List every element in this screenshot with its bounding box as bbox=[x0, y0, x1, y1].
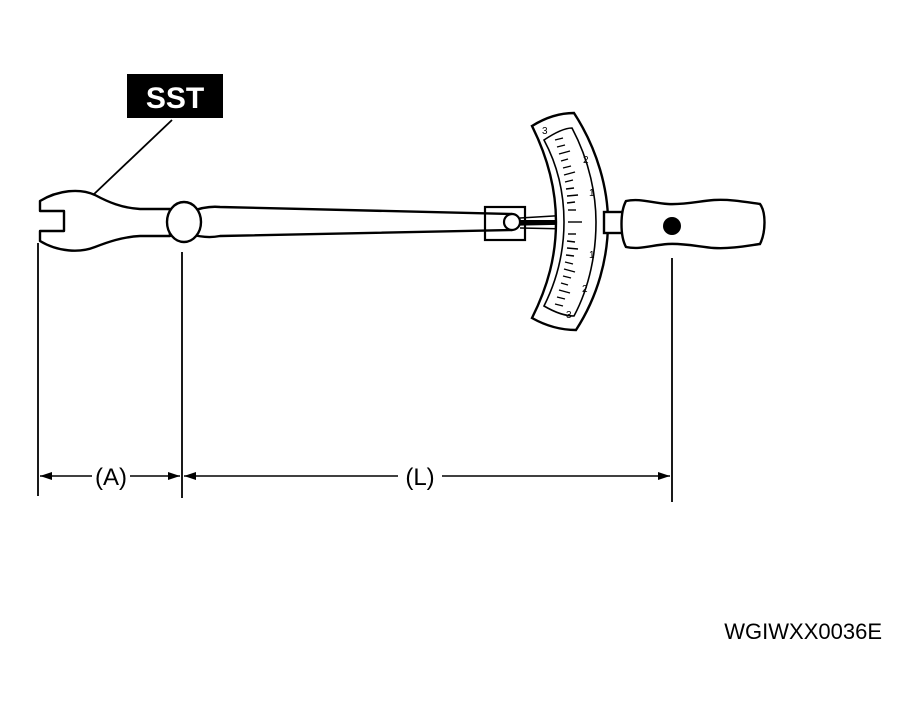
scale-ticks bbox=[554, 137, 582, 307]
beam-knob bbox=[165, 200, 203, 244]
dimension-a: (A) bbox=[40, 464, 180, 491]
sst-callout: SST bbox=[91, 74, 223, 197]
scale-label-top-1: 1 bbox=[589, 188, 595, 199]
wrench-beam bbox=[165, 200, 514, 244]
sst-label-box bbox=[127, 74, 223, 118]
figure-reference-code: WGIWXX0036E bbox=[724, 619, 882, 644]
scale-label-top-3: 3 bbox=[542, 126, 548, 137]
gauge-bracket bbox=[483, 205, 527, 242]
sst-label: SST bbox=[146, 82, 204, 115]
open-end-wrench-icon bbox=[38, 189, 172, 252]
scale-label-bottom-3: 3 bbox=[566, 310, 572, 321]
dimension-a-label: (A) bbox=[95, 464, 127, 491]
handle-pivot-dot bbox=[663, 217, 681, 235]
dimension-l-label: (L) bbox=[405, 464, 434, 491]
torque-gauge-icon: 3 2 1 1 2 3 bbox=[530, 111, 610, 332]
handle-grip-icon bbox=[620, 198, 766, 250]
scale-label-bottom-1: 1 bbox=[589, 250, 595, 261]
scale-label-top-2: 2 bbox=[583, 155, 589, 166]
extension-lines bbox=[37, 243, 673, 502]
scale-label-bottom-2: 2 bbox=[582, 284, 588, 295]
sst-leader-line bbox=[91, 119, 173, 197]
dimension-l: (L) bbox=[184, 464, 670, 491]
scale-labels: 3 2 1 1 2 3 bbox=[542, 126, 595, 321]
